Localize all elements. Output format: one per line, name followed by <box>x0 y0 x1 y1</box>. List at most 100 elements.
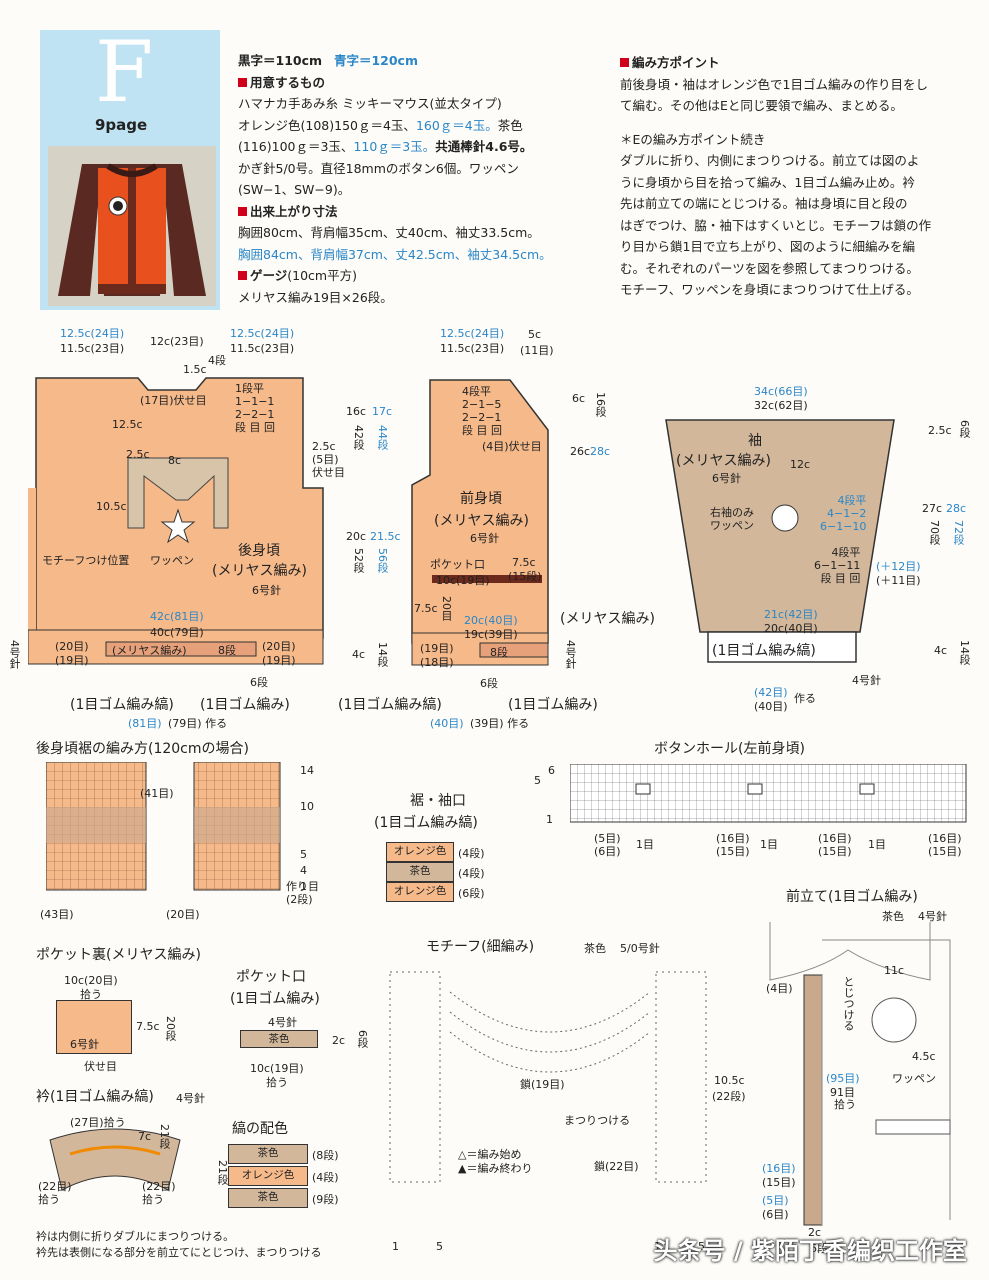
pattern-letter: F <box>95 23 154 121</box>
front-mid-h-blue: 28c <box>590 445 611 458</box>
hook-line: かぎ針5/0号。直径18mmのボタン6個。ワッペン <box>238 160 519 176</box>
back-schematic <box>28 377 324 665</box>
motif-rows: (22段) <box>712 1090 746 1103</box>
motif-position: モチーフつけ位置 <box>42 554 130 567</box>
front-width: 19c(39目) <box>464 628 518 641</box>
front-stockinette: (メリヤス編み) <box>560 611 655 627</box>
sleeve-cap-rows: 6段 <box>958 420 971 438</box>
stripe-cfg-rows: (9段) <box>312 1193 339 1206</box>
points-line: り目から鎖1目で立ち上がり、図のように細編みを編 <box>620 239 915 254</box>
hem-cuff-title: 裾・袖口 <box>410 793 466 809</box>
hem-bottom-l: (43目) <box>40 908 74 921</box>
pocket-h: 7.5c <box>512 556 536 569</box>
motif-h: 10.5c <box>714 1074 745 1087</box>
bh-count: 1目 <box>760 838 778 851</box>
hem-row-10: 10 <box>300 800 314 813</box>
hem-stripe-rows: (4段) <box>458 867 485 880</box>
bh-row1: 1 <box>546 813 553 826</box>
pocket-label: ポケット口 <box>430 558 485 571</box>
front-neck-rule: 4段平 2−1−5 2−2−1 段 目 回 <box>462 385 502 437</box>
hem-stripe-orange: オレンジ色 <box>386 842 454 862</box>
sleeve-rib-h: 4c <box>934 644 948 657</box>
hem-stripe-rows: (4段) <box>458 847 485 860</box>
placket-b6: (6目) <box>762 1208 789 1221</box>
back-needle: 6号針 <box>252 584 281 597</box>
collar-right: (22目) 拾う <box>142 1180 176 1206</box>
sleeve-cast-on: (40目) <box>754 700 788 713</box>
finished-blue: 胸囲84cm、背肩幅37cm、丈42.5cm、袖丈34.5cm。 <box>238 246 552 262</box>
placket-pick-blue: (95目) <box>826 1072 860 1085</box>
sleeve-plus-blue: (＋12目) <box>876 560 921 573</box>
hem-start: 作り目 (2段) <box>286 880 319 906</box>
sleeve-len-h-blue: 28c <box>946 502 967 515</box>
collar-note2: 衿先は表側になる部分を前立てにとじつけ、まつりつける <box>36 1246 322 1259</box>
back-dim-r: 11.5c(23目) <box>230 342 295 355</box>
cardigan-photo <box>48 146 216 306</box>
motif-chain22: 鎖(22目) <box>594 1160 639 1173</box>
back-cast-on: (79目) 作る <box>168 717 228 730</box>
needles: 共通棒針4.6号。 <box>435 139 533 154</box>
pocket-mouth-rows: 6段 <box>356 1030 369 1048</box>
sleeve-schematic <box>665 419 895 663</box>
back-rib-h: 4c <box>352 648 366 661</box>
back-bind-off: (17目)伏せ目 <box>140 394 207 407</box>
placket-collar-h: 11c <box>884 964 905 977</box>
sleeve-name: 袖 <box>748 433 762 449</box>
back-rib-plain: (1目ゴム編み) <box>200 697 290 713</box>
gauge-value: メリヤス編み19目×26段。 <box>238 289 393 305</box>
sleeve-len-rows-blue: 72段 <box>952 520 965 545</box>
front-neck-w: 5c <box>528 328 542 341</box>
back-cast-on-blue: (81目) <box>128 717 162 730</box>
front-top: 11.5c(23目) <box>440 342 505 355</box>
motif-arm: 2.5c <box>126 448 150 461</box>
sleeve-stitch: (メリヤス編み) <box>676 453 771 469</box>
placket-patch-d: 4.5c <box>912 1050 936 1063</box>
back-width-blue: 42c(81目) <box>150 610 204 623</box>
front-top-blue: 12.5c(24目) <box>440 327 505 340</box>
points-line: はぎでつけ、脇・袖下はすくいとじ。モチーフは鎖の作 <box>620 217 932 233</box>
front-needle: 6号針 <box>470 532 499 545</box>
hem-bottom-m: (20目) <box>166 908 200 921</box>
hem-row-1: 1 <box>300 880 307 893</box>
back-stitch: (メリヤス編み) <box>212 563 307 579</box>
pocket-back-title: ポケット裏(メリヤス編み) <box>36 947 201 963</box>
motif-mark: 1 <box>654 1240 661 1253</box>
back-width: 40c(79目) <box>150 626 204 639</box>
brown-qty: (116)100ｇ＝3玉、 <box>238 139 354 154</box>
motif-mark: 5 <box>436 1240 443 1253</box>
back-dim-blue-r: 12.5c(24目) <box>230 327 295 340</box>
back-name: 後身頃 <box>238 543 280 559</box>
front-upper-h: 6c <box>572 392 586 405</box>
section-marker <box>238 206 247 216</box>
front-upper-rows: 16段 <box>594 392 607 417</box>
points-block: 編み方ポイント 前後身頃・袖はオレンジ色で1目ゴム編みの作り目をし て編む。その… <box>620 52 975 301</box>
sleeve-top-blue: 34c(66目) <box>754 385 808 398</box>
back-lower-rows-blue: 56段 <box>376 548 389 573</box>
motif-width: 8c <box>168 454 182 467</box>
collar-left: (22目) 拾う <box>38 1180 72 1206</box>
sleeve-rule: 4段平 6−1−11 段 目 回 <box>814 546 861 585</box>
placket-patch: ワッペン <box>892 1072 936 1085</box>
back-lower-h: 20c <box>346 530 367 543</box>
size-black: 黒字＝110cm <box>238 53 323 68</box>
gauge-suffix: (10cm平方) <box>287 268 357 283</box>
pocket-back-piece <box>56 1000 132 1054</box>
motif-title: モチーフ(細編み) <box>426 939 535 955</box>
patch-line: (SW−1、SW−9)。 <box>238 182 351 197</box>
hem-chart-grid <box>46 762 281 891</box>
stripe-cfg-rows: (4段) <box>312 1171 339 1184</box>
motif-sew: まつりつける <box>564 1114 631 1127</box>
pocket-mouth-h: 2c <box>332 1034 346 1047</box>
back-lower-rows: 52段 <box>352 548 365 573</box>
collar-needle: 4号針 <box>176 1092 205 1105</box>
stripe-cfg-rows: (8段) <box>312 1149 339 1162</box>
points-title: 編み方ポイント <box>632 55 720 70</box>
pocket-mouth-title: ポケット口 <box>236 969 306 985</box>
sleeve-bottom: 20c(40目) <box>764 622 818 635</box>
collar-title: 衿(1目ゴム編み縞) <box>36 1089 154 1105</box>
back-upper-rows: 42段 <box>352 425 365 450</box>
pocket-pos-st: 20目 <box>440 596 453 621</box>
pocket-rows: (15段) <box>508 570 542 583</box>
placket-diagram <box>769 922 951 1226</box>
hem-chart-title: 後身頃裾の編み方(120cmの場合) <box>36 741 249 757</box>
